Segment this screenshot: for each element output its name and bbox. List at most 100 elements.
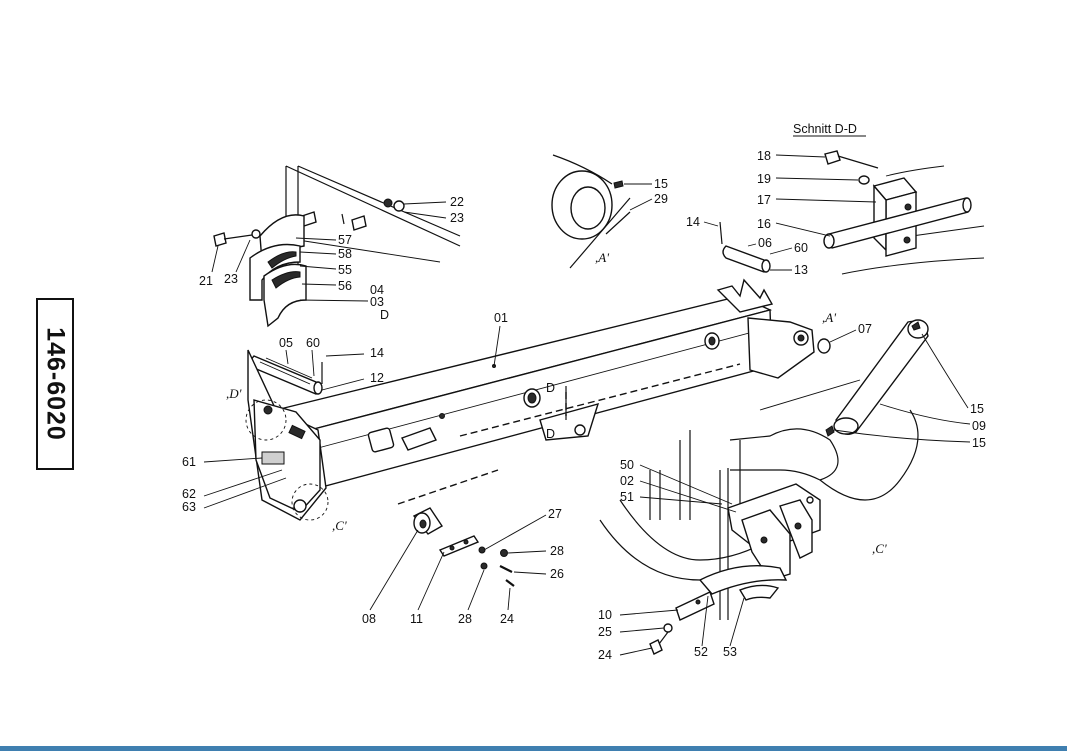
- part-label-58: 58: [338, 247, 352, 261]
- lower-fastener-group: 27 28 26 08 11 28 24: [362, 469, 564, 626]
- beam-center-dash: [459, 363, 741, 437]
- part-label-22: 22: [450, 195, 464, 209]
- view-a-outline: [569, 197, 631, 269]
- trailer-outline: [819, 409, 919, 501]
- part-label-04: 04: [370, 283, 384, 297]
- trailer-outline: [679, 430, 691, 520]
- curved-plate-53: [738, 584, 780, 601]
- part-label-53: 53: [723, 645, 737, 659]
- section-frame-line: [911, 225, 985, 237]
- view-mark-a-top: ,A': [595, 250, 609, 265]
- washer-28-b: [480, 562, 488, 570]
- trailer-outline: [729, 428, 839, 481]
- part-label-60-top: 60: [794, 241, 808, 255]
- collar-60-left: [313, 381, 323, 395]
- upper-left-bracket-assembly: 22 23 57 58 55 56 04 03 D 21 23: [199, 165, 464, 328]
- part-label-05: 05: [279, 336, 293, 350]
- block-part: [351, 215, 367, 231]
- part-label-55: 55: [338, 263, 352, 277]
- pin-29: [605, 211, 631, 235]
- support-frame: [297, 239, 441, 263]
- part-label-14-left: 14: [370, 346, 384, 360]
- lower-right-clamp-assembly: 50 02 51 10 25 24 52 53 ,C': [598, 458, 887, 662]
- screw-24: [505, 579, 515, 587]
- screw-15-top: [613, 180, 624, 189]
- washer-25: [663, 623, 673, 633]
- section-mark-d-upper: D: [546, 381, 555, 395]
- part-label-16: 16: [757, 217, 771, 231]
- part-label-08: 08: [362, 612, 376, 626]
- part-label-13: 13: [794, 263, 808, 277]
- assembly-dash-line: [397, 469, 499, 505]
- roller-06-assembly: 14 06 60 13: [686, 215, 808, 277]
- part-label-21: 21: [199, 274, 213, 288]
- part-label-51: 51: [620, 490, 634, 504]
- clamp-jaw: [741, 509, 791, 581]
- main-beam-01: D D 01: [274, 278, 815, 489]
- part-label-60-left: 60: [306, 336, 320, 350]
- part-label-15-right-b: 15: [972, 436, 986, 450]
- part-label-18: 18: [757, 149, 771, 163]
- part-label-15-right-a: 15: [970, 402, 984, 416]
- part-label-50: 50: [620, 458, 634, 472]
- part-label-62: 62: [182, 487, 196, 501]
- pin-07: [817, 338, 831, 354]
- section-frame-line: [841, 257, 985, 275]
- background-outline: [599, 519, 701, 581]
- part-label-28-bottom: 28: [458, 612, 472, 626]
- pad-10: [675, 591, 715, 621]
- part-label-24-bottom: 24: [598, 648, 612, 662]
- view-mark-c-right: ,C': [872, 541, 887, 556]
- view-a-outline: [552, 154, 613, 185]
- section-dd-title: Schnitt D-D: [793, 122, 857, 136]
- part-label-01: 01: [494, 311, 508, 325]
- pin-07-assembly: 07 ,A': [817, 310, 872, 354]
- document-number-box: 146-6020: [36, 298, 74, 470]
- beam-cutout: [401, 427, 437, 451]
- curved-plate-52: [698, 565, 788, 595]
- pin-14: [719, 221, 723, 245]
- part-label-07: 07: [858, 322, 872, 336]
- left-end-assembly: 05 60 14 12 61 62 63 ,D' ,C': [182, 336, 384, 533]
- section-dd-detail: Schnitt D-D: [757, 122, 985, 275]
- clamp-jaw: [779, 499, 813, 559]
- part-label-24-mid: 24: [500, 612, 514, 626]
- part-label-52: 52: [694, 645, 708, 659]
- trailer-outline: [759, 379, 861, 411]
- part-label-23-left: 23: [224, 272, 238, 286]
- part-label-15-top: 15: [654, 177, 668, 191]
- part-label-02: 02: [620, 474, 634, 488]
- part-label-63: 63: [182, 500, 196, 514]
- bottom-edge-strip: [0, 746, 1067, 751]
- block-61: [261, 451, 285, 465]
- view-c-circle: [291, 483, 329, 521]
- part-label-10: 10: [598, 608, 612, 622]
- bolt-21: [213, 229, 261, 247]
- nut-27: [478, 546, 486, 554]
- part-label-61: 61: [182, 455, 196, 469]
- part-label-14-top: 14: [686, 215, 700, 229]
- part-label-12: 12: [370, 371, 384, 385]
- part-label-25: 25: [598, 625, 612, 639]
- nut-22: [383, 198, 393, 208]
- collar-60: [761, 259, 771, 273]
- cylinder-09-assembly: 15 09 15: [649, 319, 986, 620]
- part-label-56: 56: [338, 279, 352, 293]
- end-slot: [288, 424, 306, 440]
- view-mark-d-left: ,D': [226, 386, 242, 401]
- view-a-detail: 15 29 ,A': [551, 154, 668, 269]
- view-mark-c-left: ,C': [332, 518, 347, 533]
- beam-upright-tabs: [716, 278, 774, 313]
- part-label-28-right: 28: [550, 544, 564, 558]
- washer-28: [500, 549, 508, 557]
- beam-cutout: [367, 427, 395, 453]
- part-label-19: 19: [757, 172, 771, 186]
- part-label-23-right: 23: [450, 211, 464, 225]
- trailer-outline: [649, 470, 661, 520]
- part-label-09: 09: [972, 419, 986, 433]
- support-frame: [285, 165, 461, 300]
- beam-end-bracket: [747, 317, 815, 379]
- section-mark-d-lower: D: [546, 427, 555, 441]
- part-label-57: 57: [338, 233, 352, 247]
